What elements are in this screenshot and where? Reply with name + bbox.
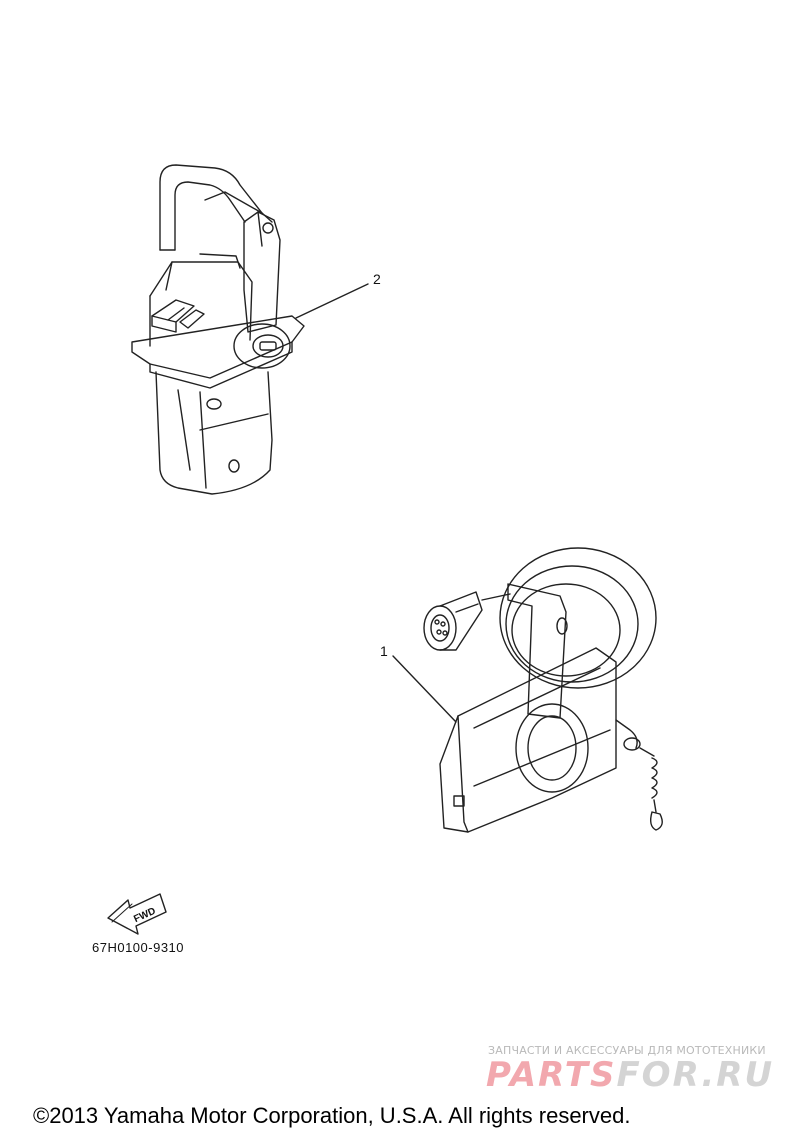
callout-2: 2	[373, 271, 381, 287]
watermark-tagline: ЗАПЧАСТИ И АКСЕССУАРЫ ДЛЯ МОТОТЕХНИКИ	[488, 1044, 766, 1057]
fwd-arrow-icon	[107, 893, 167, 935]
control-box-side-mount	[423, 547, 663, 833]
watermark-logo-grey: FOR.RU	[616, 1055, 775, 1095]
watermark-logo-red: PARTS	[486, 1055, 617, 1095]
leader-line-1	[392, 655, 457, 723]
control-box-top-mount	[131, 164, 305, 495]
copyright-text: ©2013 Yamaha Motor Corporation, U.S.A. A…	[33, 1103, 631, 1128]
watermark-logo: PARTSFOR.RU	[486, 1055, 774, 1095]
leader-line-2	[295, 283, 369, 319]
diagram-part-code: 67H0100-9310	[92, 940, 185, 955]
callout-1: 1	[380, 643, 388, 659]
